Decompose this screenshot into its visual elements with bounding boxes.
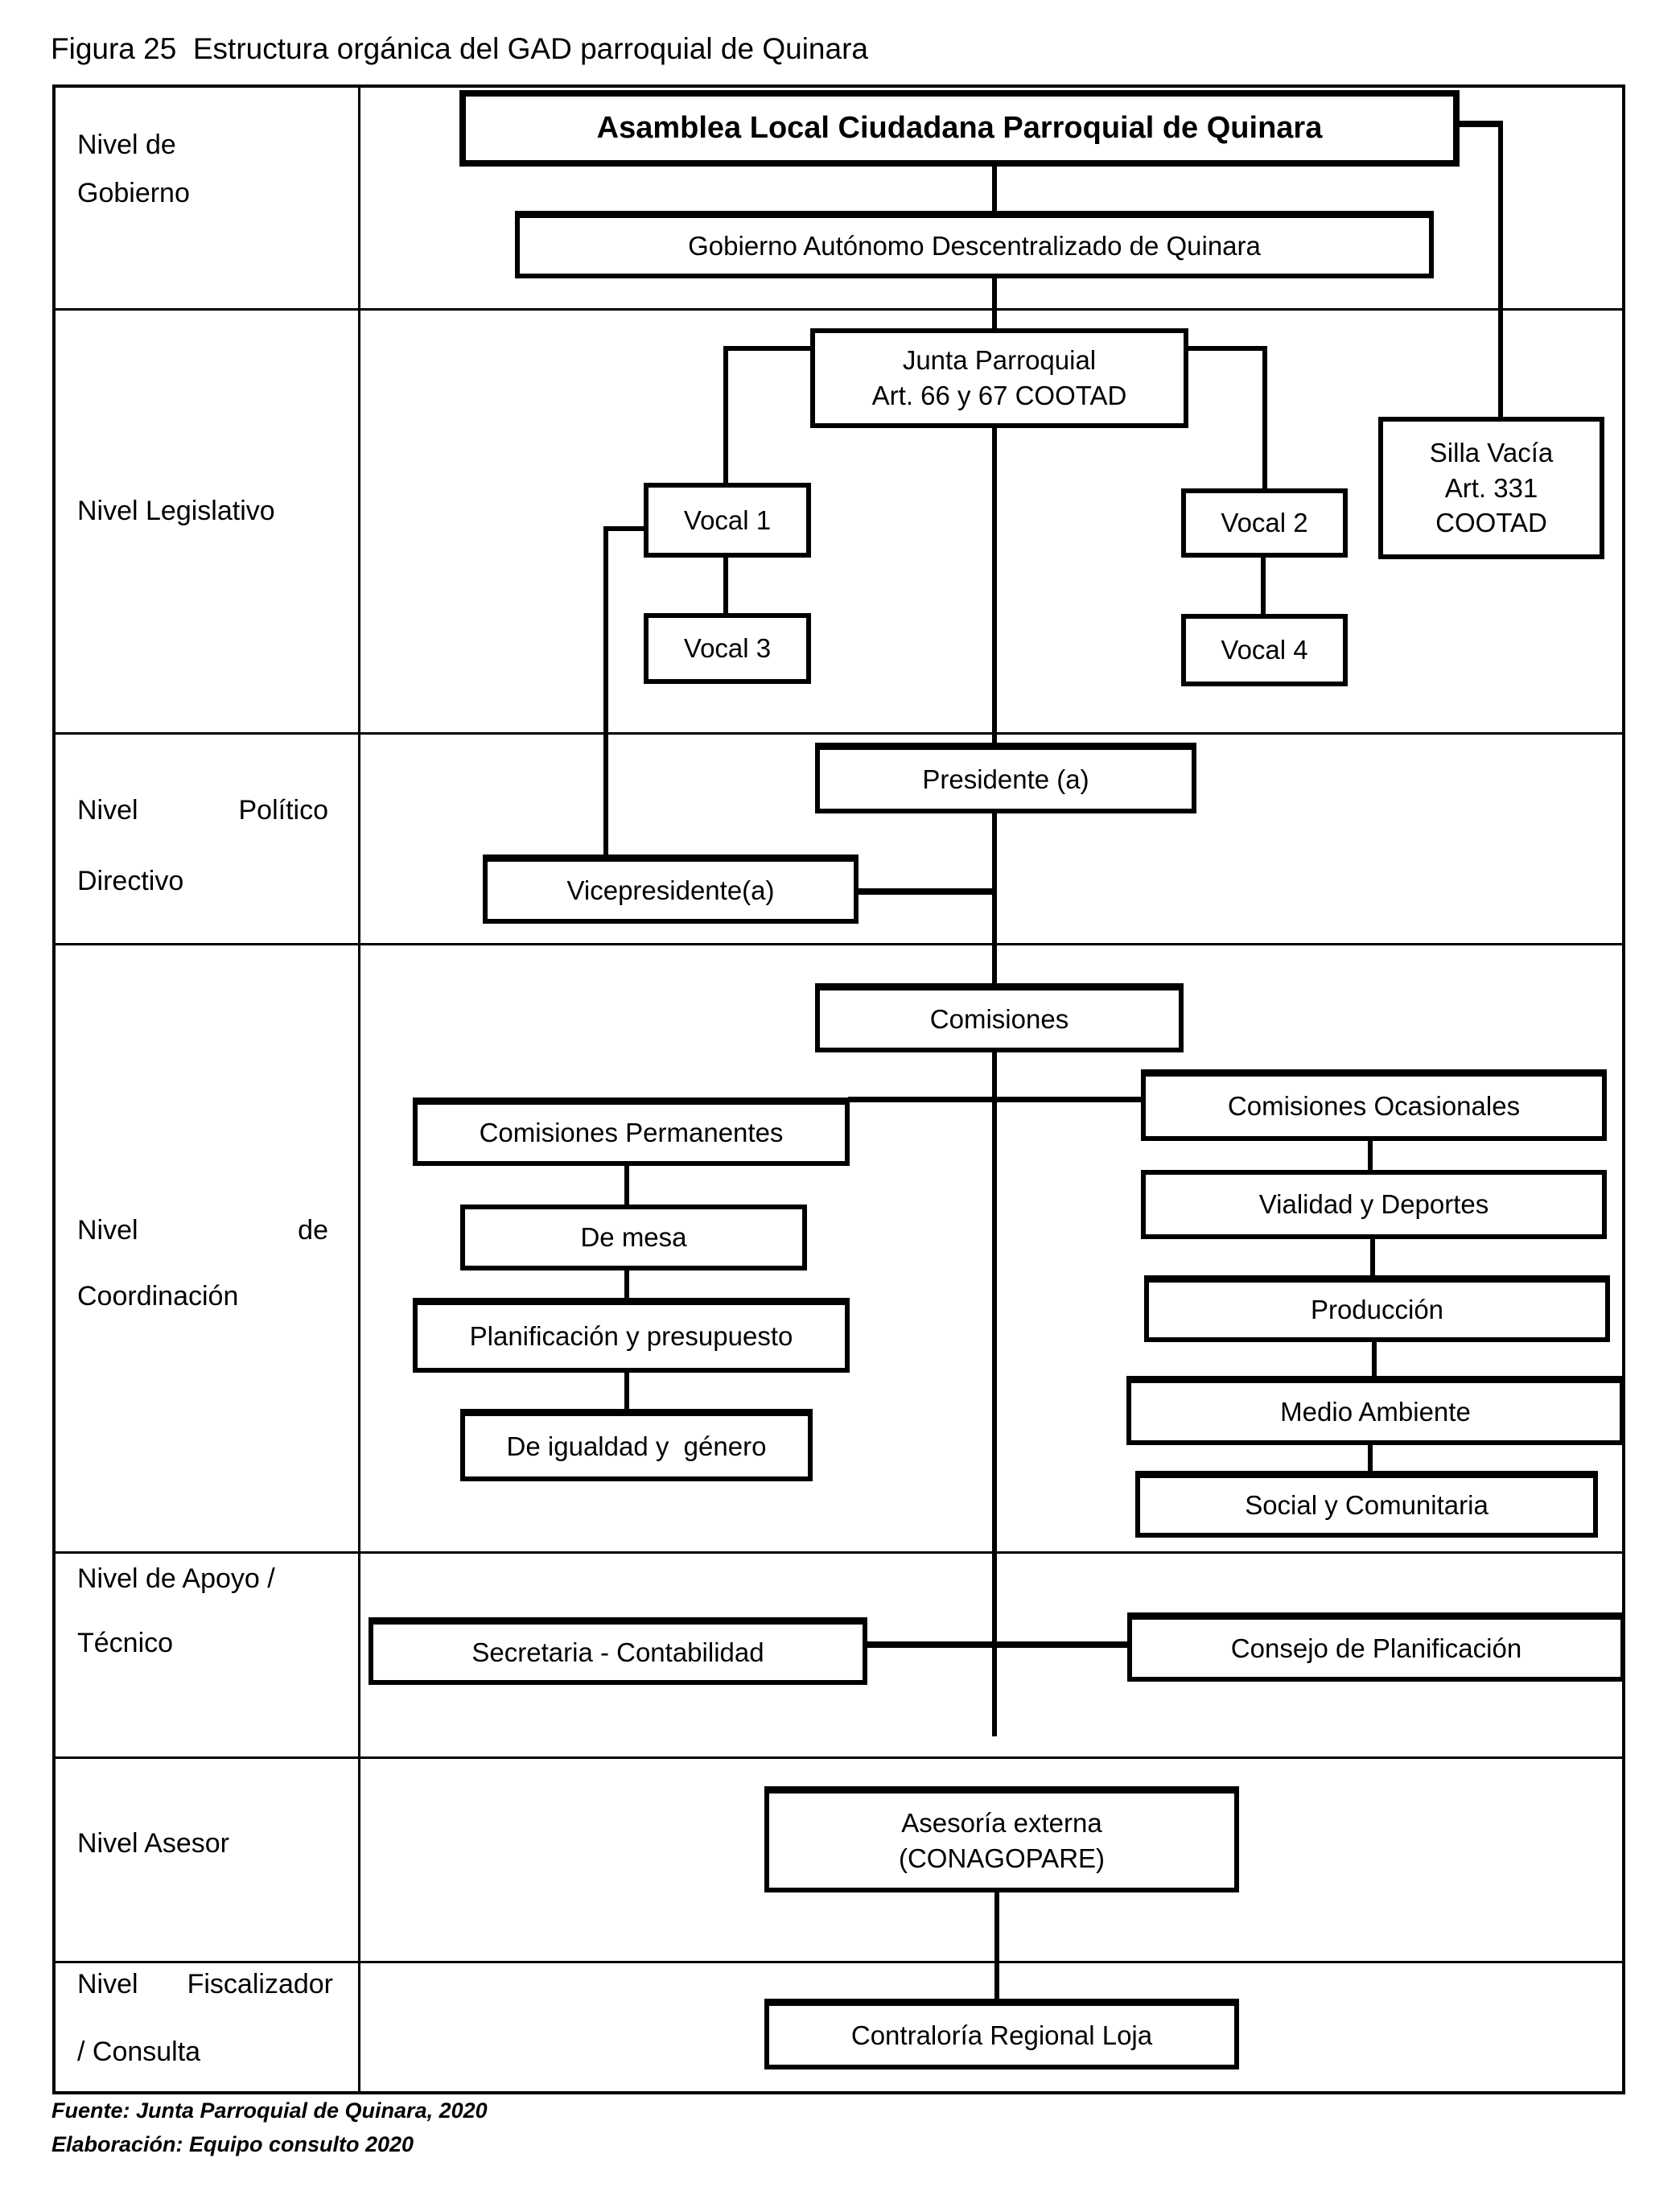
level-label-line: Gobierno <box>77 178 190 208</box>
box-ocasionales: Comisiones Ocasionales <box>1141 1069 1607 1141</box>
level-word: Nivel <box>77 795 138 826</box>
box-asesoria: Asesoría externa (CONAGOPARE) <box>764 1786 1239 1892</box>
connector-produccion-medio <box>1372 1340 1377 1378</box>
connector-asesoria-contraloria <box>994 1891 999 2000</box>
connector-comisiones-spine <box>992 1051 997 1736</box>
row-divider-5 <box>52 1756 1625 1759</box>
box-vocal3: Vocal 3 <box>644 613 811 684</box>
level-label-line: Nivel Fiscalizador <box>77 1950 333 2018</box>
level-label-line: Nivel Asesor <box>77 1828 229 1859</box>
box-produccion: Producción <box>1144 1275 1610 1342</box>
connector-asamblea-silla-v <box>1498 121 1503 418</box>
level-label-line: Directivo <box>77 866 184 896</box>
box-vialidad: Vialidad y Deportes <box>1141 1170 1607 1239</box>
level-label-politico: Nivel Político Directivo <box>77 775 328 916</box>
connector-asamblea-gobierno <box>992 165 997 213</box>
box-silla: Silla Vacía Art. 331 COOTAD <box>1378 417 1604 559</box>
figure-title: Figura 25 Estructura orgánica del GAD pa… <box>51 32 868 65</box>
box-igualdad: De igualdad y género <box>460 1409 813 1481</box>
level-label-legislativo: Nivel Legislativo <box>77 496 275 527</box>
footer-fuente: Fuente: Junta Parroquial de Quinara, 202… <box>51 2098 488 2123</box>
connector-planificacion-igualdad <box>624 1371 629 1411</box>
level-label-line: Nivel de Apoyo / <box>77 1563 275 1594</box>
box-secretaria: Secretaria - Contabilidad <box>369 1617 867 1685</box>
connector-vialidad-produccion <box>1370 1238 1375 1278</box>
connector-junta-vocal2-v <box>1262 346 1267 490</box>
box-vocal1: Vocal 1 <box>644 483 811 558</box>
level-label-line: Nivel Político <box>77 775 328 846</box>
box-planificacion: Planificación y presupuesto <box>413 1298 850 1373</box>
connector-presidente-comisiones <box>992 812 997 986</box>
box-presidente: Presidente (a) <box>815 743 1196 813</box>
connector-vocal2-vocal4 <box>1261 556 1266 616</box>
level-label-line: Coordinación <box>77 1281 239 1312</box>
footer-elaboracion: Elaboración: Equipo consulto 2020 <box>51 2132 414 2156</box>
table-border-left <box>52 84 56 2094</box>
row-divider-4 <box>52 1551 1625 1554</box>
row-divider-6 <box>52 1961 1625 1963</box>
level-word: Nivel <box>77 1969 138 1999</box>
level-label-line: / Consulta <box>77 2036 201 2067</box>
box-comisiones: Comisiones <box>815 983 1184 1052</box>
connector-permanentes-ocasionales <box>848 1097 1143 1102</box>
connector-junta-vocal2-h <box>1187 346 1267 351</box>
table-border-right <box>1622 84 1625 2094</box>
level-label-line: Nivel de <box>77 130 176 160</box>
column-divider <box>358 84 360 2094</box>
box-medio: Medio Ambiente <box>1126 1376 1624 1445</box>
row-divider-1 <box>52 308 1625 311</box>
level-label-line: Nivel Legislativo <box>77 496 275 526</box>
level-label-asesor: Nivel Asesor <box>77 1828 229 1859</box>
level-label-coordinacion: Nivel de Coordinación <box>77 1197 328 1329</box>
level-label-gobierno: Nivel de Gobierno <box>77 121 190 217</box>
connector-asamblea-silla-h <box>1456 121 1503 127</box>
row-divider-2 <box>52 732 1625 735</box>
table-border-top <box>52 84 1625 88</box>
connector-ocasionales-vialidad <box>1368 1139 1373 1173</box>
box-vocal2: Vocal 2 <box>1181 488 1348 558</box>
level-label-fiscalizador: Nivel Fiscalizador / Consulta <box>77 1950 333 2086</box>
box-permanentes: Comisiones Permanentes <box>413 1098 850 1166</box>
box-vocal4: Vocal 4 <box>1181 614 1348 686</box>
level-word: Político <box>238 795 329 826</box>
connector-medio-social <box>1368 1443 1373 1473</box>
connector-junta-vocal1-v <box>723 346 728 484</box>
connector-vocal1-vice-h <box>603 526 645 531</box>
connector-permanentes-demesa <box>624 1164 629 1206</box>
level-label-line: Técnico <box>77 1628 174 1658</box>
row-divider-3 <box>52 943 1625 945</box>
level-label-apoyo: Nivel de Apoyo / Técnico <box>77 1546 275 1675</box>
connector-gobierno-junta <box>992 277 997 331</box>
connector-vice-spine <box>857 888 995 895</box>
table-border-bottom <box>52 2091 1625 2094</box>
connector-junta-vocal1-h <box>727 346 812 351</box>
box-asamblea: Asamblea Local Ciudadana Parroquial de Q… <box>459 90 1460 167</box>
level-word: Fiscalizador <box>187 1969 333 1999</box>
box-social: Social y Comunitaria <box>1135 1471 1598 1538</box>
connector-vocal1-vocal3 <box>723 556 728 615</box>
box-gobierno: Gobierno Autónomo Descentralizado de Qui… <box>515 211 1434 278</box>
box-contraloria: Contraloría Regional Loja <box>764 1999 1239 2069</box>
connector-vocal1-vice-v <box>603 526 608 856</box>
connector-demesa-planificacion <box>624 1269 629 1301</box>
box-junta: Junta Parroquial Art. 66 y 67 COOTAD <box>810 328 1188 428</box>
box-consejo: Consejo de Planificación <box>1127 1612 1625 1682</box>
level-word: Nivel <box>77 1215 138 1246</box>
box-demesa: De mesa <box>460 1205 807 1270</box>
level-word: de <box>298 1215 328 1246</box>
box-vicepresidente: Vicepresidente(a) <box>483 855 859 924</box>
connector-secretaria-consejo <box>866 1641 1130 1648</box>
connector-junta-presidente <box>992 426 997 745</box>
level-label-line: Nivel de <box>77 1197 328 1263</box>
